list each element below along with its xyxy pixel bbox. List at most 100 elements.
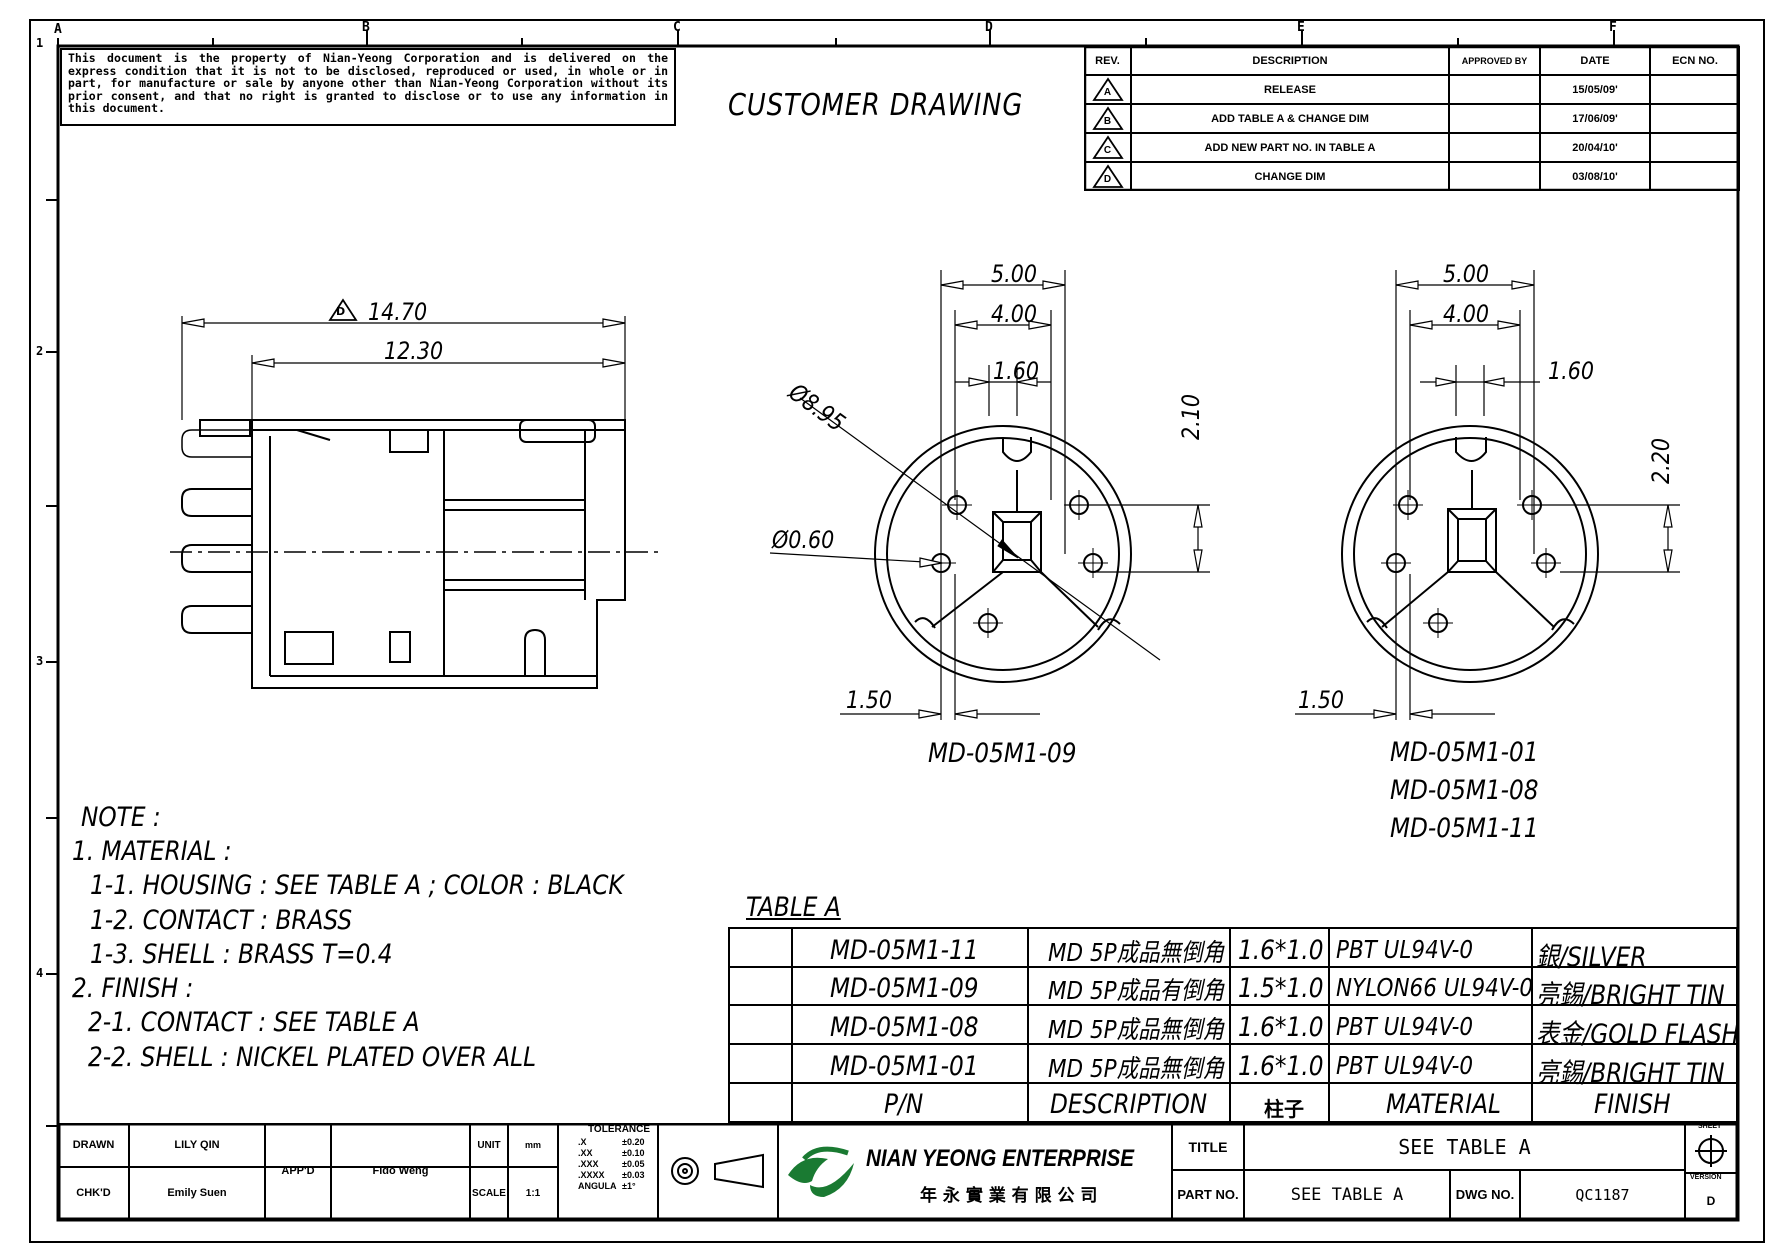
view-label-right-1: MD-05M1-01 <box>1390 737 1539 768</box>
zone-letter-c: C <box>673 20 681 35</box>
revision-table: REV. DESCRIPTION APPROVED BY DATE ECN NO… <box>1084 46 1740 191</box>
table-a-finish: 表金/GOLD FLASH <box>1536 1019 1740 1050</box>
zone-letter-e: E <box>1297 20 1305 35</box>
zone-letter-f: F <box>1609 20 1617 35</box>
rev-d-description: CHANGE DIM <box>1254 170 1326 183</box>
table-a-desc: MD 5P成品無倒角 <box>1048 1054 1225 1083</box>
note-line: 1-1. HOUSING : SEE TABLE A ; COLOR : BLA… <box>90 870 624 901</box>
tolerance-key: .XXXX <box>578 1170 605 1180</box>
rev-header-description: DESCRIPTION <box>1252 54 1328 67</box>
title-label: TITLE <box>1188 1138 1228 1155</box>
tolerance-key: .X <box>578 1137 587 1147</box>
company-name-cn: 年 永 實 業 有 限 公 司 <box>920 1186 1098 1206</box>
zone-number-4: 4 <box>36 966 44 980</box>
table-a-pn: MD-05M1-08 <box>830 1012 979 1043</box>
table-a-footer-pn: P/N <box>884 1089 924 1120</box>
rev-header-approved: APPROVED BY <box>1461 55 1528 66</box>
rev-c-symbol: C <box>1103 144 1112 156</box>
rev-header-date: DATE <box>1580 54 1610 67</box>
note-line: 2. FINISH : <box>72 973 194 1004</box>
dim-front2-height: 2.20 <box>1647 438 1675 484</box>
table-a-material: PBT UL94V-0 <box>1336 1051 1474 1080</box>
rev-header-ecn: ECN NO. <box>1672 54 1718 67</box>
dim-front1-pin: Ø0.60 <box>772 526 835 554</box>
table-a: MD-05M1-11 MD 5P成品無倒角 1.6*1.0 PBT UL94V-… <box>728 927 1740 1123</box>
rev-c-date: 20/04/10' <box>1572 141 1618 154</box>
sheet-label: SHEET <box>1698 1123 1722 1130</box>
table-a-finish: 銀/SILVER <box>1536 942 1647 973</box>
dim-front1-bottom: 1.50 <box>846 686 892 714</box>
rev-b-description: ADD TABLE A & CHANGE DIM <box>1211 112 1369 125</box>
note-line: 1-3. SHELL : BRASS T=0.4 <box>90 939 393 970</box>
front-view-right <box>1295 270 1680 720</box>
dwg-no-label: DWG NO. <box>1455 1187 1515 1202</box>
tolerance-value: ±1° <box>622 1181 636 1191</box>
company-logo <box>788 1146 854 1197</box>
unit-value: mm <box>524 1140 541 1150</box>
table-a-footer-material: MATERIAL <box>1386 1089 1501 1120</box>
dim-front2-mid: 4.00 <box>1443 300 1489 328</box>
table-a-footer-post: 柱子 <box>1264 1097 1304 1121</box>
note-line: 1-2. CONTACT : BRASS <box>90 905 353 936</box>
table-a-footer-finish: FINISH <box>1594 1089 1671 1120</box>
rev-b-date: 17/06/09' <box>1572 112 1618 125</box>
dim-front1-inner: 1.60 <box>993 357 1039 385</box>
table-a-post: 1.6*1.0 <box>1238 1012 1324 1043</box>
table-a-material: NYLON66 UL94V-0 <box>1336 973 1534 1002</box>
dim-front2-bottom: 1.50 <box>1298 686 1344 714</box>
tolerance-value: ±0.10 <box>622 1148 645 1158</box>
zone-number-1: 1 <box>36 36 44 50</box>
version-label: VERSION <box>1690 1174 1722 1181</box>
rev-d-date: 03/08/10' <box>1572 170 1618 183</box>
table-a-material: PBT UL94V-0 <box>1336 935 1474 964</box>
table-a-pn: MD-05M1-01 <box>830 1051 979 1082</box>
table-a-finish: 亮錫/BRIGHT TIN <box>1536 1058 1725 1089</box>
title-block: DRAWN LILY QIN CHK'D Emily Suen APP'D Fi… <box>58 1123 1738 1220</box>
rev-c-description: ADD NEW PART NO. IN TABLE A <box>1204 141 1376 154</box>
scale-label: SCALE <box>472 1187 506 1199</box>
table-a-post: 1.6*1.0 <box>1238 935 1324 966</box>
drawing-title: CUSTOMER DRAWING <box>728 88 1024 123</box>
tolerance-value: ±0.05 <box>622 1159 645 1169</box>
tolerance-key: .XXX <box>578 1159 599 1169</box>
version-value: D <box>1706 1194 1716 1208</box>
dim-front1-height: 2.10 <box>1177 394 1205 440</box>
tolerance-list: .X ±0.20 .XX ±0.10 .XXX ±0.05 .XXXX ±0.03 AN… <box>578 1137 644 1192</box>
zone-letter-b: B <box>362 20 370 35</box>
table-a-material: PBT UL94V-0 <box>1336 1012 1474 1041</box>
notes-heading: NOTE : <box>81 802 161 833</box>
note-line: 1. MATERIAL : <box>72 836 232 867</box>
tolerance-value: ±0.03 <box>622 1170 645 1180</box>
dim-side-total-rev: D <box>336 305 346 318</box>
table-a-footer-desc: DESCRIPTION <box>1050 1089 1208 1120</box>
dim-side-total: 14.70 <box>368 298 428 326</box>
disclaimer-text: This document is the property of Nian-Ye… <box>68 51 668 115</box>
rev-a-description: RELEASE <box>1264 83 1316 96</box>
part-no-value: SEE TABLE A <box>1290 1184 1404 1205</box>
table-a-desc: MD 5P成品有倒角 <box>1048 976 1225 1005</box>
tolerance-key: ANGULA <box>578 1181 617 1191</box>
note-line: 2-1. CONTACT : SEE TABLE A <box>88 1007 420 1038</box>
title-value: SEE TABLE A <box>1398 1134 1531 1159</box>
table-a-desc: MD 5P成品無倒角 <box>1048 938 1225 967</box>
chkd-value: Emily Suen <box>167 1187 227 1199</box>
dwg-no-value: QC1187 <box>1575 1185 1630 1204</box>
view-label-right-2: MD-05M1-08 <box>1390 775 1539 806</box>
part-no-label: PART NO. <box>1177 1187 1239 1202</box>
zone-letter-d: D <box>985 20 993 35</box>
tolerance-value: ±0.20 <box>622 1137 645 1147</box>
table-a-desc: MD 5P成品無倒角 <box>1048 1015 1225 1044</box>
company-name: NIAN YEONG ENTERPRISE <box>866 1145 1134 1172</box>
table-a-post: 1.6*1.0 <box>1238 1051 1324 1082</box>
zone-number-2: 2 <box>36 344 44 358</box>
dim-front2-outer: 5.00 <box>1443 260 1489 288</box>
table-a-post: 1.5*1.0 <box>1238 973 1324 1004</box>
tolerance-key: .XX <box>578 1148 593 1158</box>
view-label-left: MD-05M1-09 <box>928 738 1077 769</box>
rev-header-rev: REV. <box>1095 54 1120 67</box>
drawn-label: DRAWN <box>72 1139 115 1151</box>
dim-front1-outer: 5.00 <box>991 260 1037 288</box>
